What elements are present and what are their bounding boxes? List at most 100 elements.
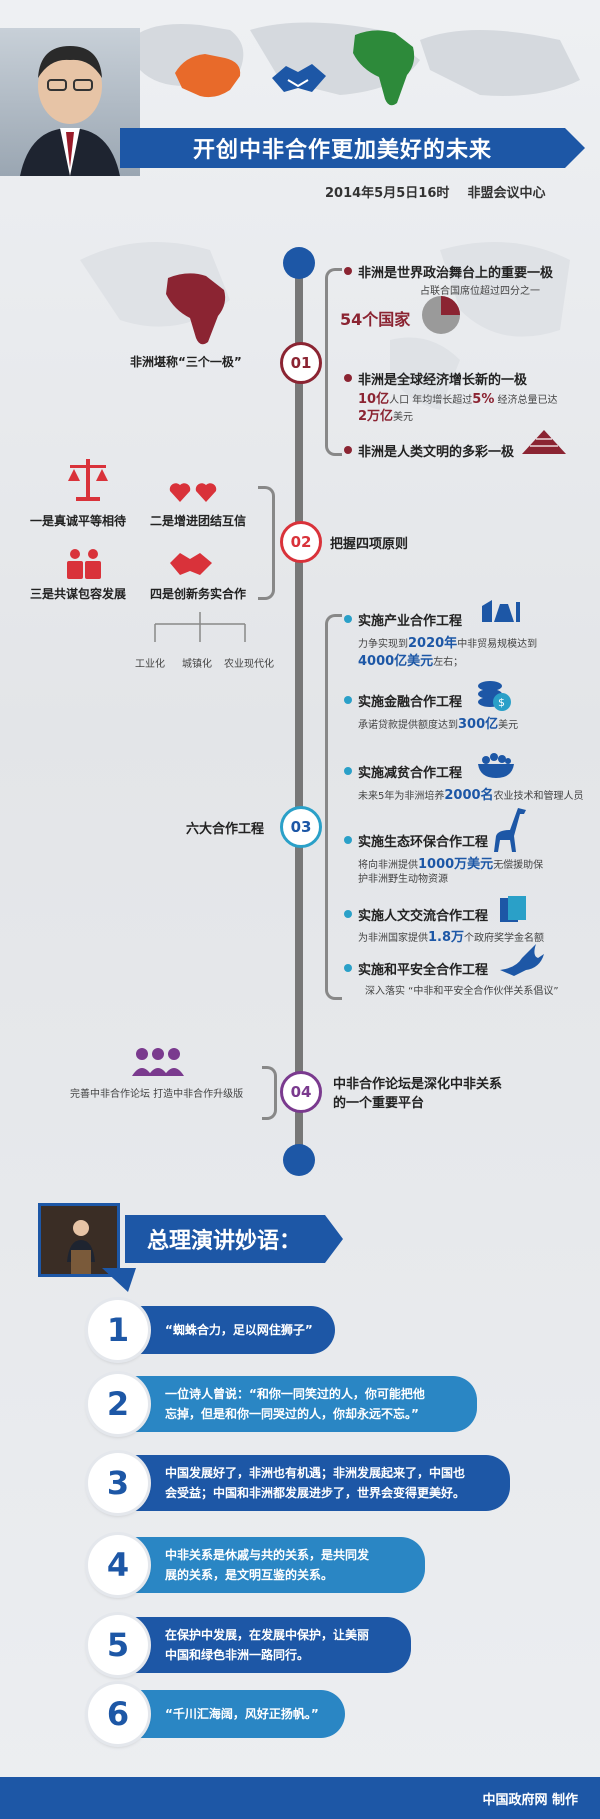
item2-stat-growth: 5% xyxy=(472,392,495,407)
speech-pointer xyxy=(102,1268,136,1292)
principle-1: 一是真诚平等相待 xyxy=(30,514,127,528)
engineering-5-text: 为非洲国家提供 xyxy=(358,933,428,944)
quote-6-line1: “千川汇海阔，风好正扬帆。” xyxy=(165,1707,319,1721)
section4-left-text: 完善中非合作论坛 打造中非合作升级版 xyxy=(70,1089,244,1100)
item2-line1: 10亿人口 年均增长超过5% 经济总量已达 xyxy=(358,388,558,407)
section1-bracket xyxy=(325,268,342,456)
quote-4: 中非关系是休戚与共的关系，是共同发展的关系，是文明互鉴的关系。 xyxy=(95,1537,425,1593)
item2-title: 非洲是全球经济增长新的一极 xyxy=(358,373,528,388)
item2-text: 经济总量已达 xyxy=(494,395,558,406)
bullet-dot xyxy=(344,446,352,454)
quote-5-number: 5 xyxy=(88,1615,148,1675)
footer-credit: 中国政府网 制作 xyxy=(482,1793,578,1808)
pyramid-icon xyxy=(522,430,566,454)
section3-caption: 六大合作工程 xyxy=(186,822,265,837)
quote-3-line1: 中国发展好了，非洲也有机遇；非洲发展起来了，中国也 xyxy=(165,1466,466,1480)
quote-2-line1: 一位诗人曾说：“和你一同笑过的人，你可能把他 xyxy=(165,1387,425,1401)
quote-3-number: 3 xyxy=(88,1453,148,1513)
engineering-1-line2: 4000亿美元左右； xyxy=(358,650,463,669)
bullet-dot xyxy=(344,374,352,382)
engineering-1-text: 中非贸易规模达到 xyxy=(457,639,538,650)
bullet-dot xyxy=(344,964,352,972)
item2-text: 人口 年均增长超过 xyxy=(389,395,473,406)
china-map-icon xyxy=(175,54,241,98)
engineering-2-title: 实施金融合作工程 xyxy=(358,695,463,710)
engineering-2-text: 美元 xyxy=(498,720,519,731)
africa-map-icon xyxy=(166,273,226,345)
branch-urbanization: 城镇化 xyxy=(182,659,212,670)
item1-big: 54个国家 xyxy=(340,310,411,329)
speech-photo xyxy=(38,1203,120,1277)
section2-bracket xyxy=(258,486,275,600)
giraffe-icon xyxy=(494,808,526,852)
item2-stat-population: 10亿 xyxy=(358,392,390,407)
quote-3: 中国发展好了，非洲也有机遇；非洲发展起来了，中国也会受益；中国和非洲都发展进步了… xyxy=(95,1455,510,1511)
engineering-1-year: 2020年 xyxy=(408,636,458,651)
hearts-icon xyxy=(169,483,217,502)
dateline: 2014年5月5日16时 非盟会议中心 xyxy=(325,186,546,201)
group-icon xyxy=(132,1048,184,1076)
africa-map-icon xyxy=(353,30,415,106)
principle-3: 三是共谋包容发展 xyxy=(30,587,127,601)
section4-right-line1: 中非合作论坛是深化中非关系 xyxy=(333,1077,503,1092)
engineering-2-text: 承诺贷款提供额度达到 xyxy=(358,720,458,731)
item2-line2: 2万亿美元 xyxy=(358,405,413,424)
quote-2-line2: 忘掉，但是和你一同哭过的人，你却永远不忘。” xyxy=(165,1407,419,1421)
footer-bar: 中国政府网 制作 xyxy=(0,1777,600,1819)
timeline-rail xyxy=(295,262,303,1160)
engineering-2-line1: 承诺贷款提供额度达到300亿美元 xyxy=(358,713,518,732)
item2-stat-gdp: 2万亿 xyxy=(358,409,394,424)
bullet-dot xyxy=(344,615,352,623)
principle-2: 二是增进团结互信 xyxy=(150,514,247,528)
engineering-4-text: 无偿援助保 xyxy=(493,860,544,871)
engineering-5-title: 实施人文交流合作工程 xyxy=(358,909,489,924)
item2-text: 美元 xyxy=(393,412,414,423)
engineering-6-title: 实施和平安全合作工程 xyxy=(358,963,489,978)
quote-2: 一位诗人曾说：“和你一同笑过的人，你可能把他忘掉，但是和你一同哭过的人，你却永远… xyxy=(95,1376,477,1432)
section2-caption: 把握四项原则 xyxy=(330,537,409,552)
quote-3-line2: 会受益；中国和非洲都发展进步了，世界会变得更美好。 xyxy=(165,1486,466,1500)
section1-number: 01 xyxy=(280,342,322,384)
timeline-end-dot xyxy=(283,1144,315,1176)
quotes-title: 总理演讲妙语： xyxy=(125,1215,343,1263)
quote-4-number: 4 xyxy=(88,1535,148,1595)
engineering-4-line2: 护非洲野生动物资源 xyxy=(358,874,448,885)
industry-icon xyxy=(482,600,520,622)
grain-bowl-icon xyxy=(478,753,514,778)
item1-sub: 占联合国席位超过四分之一 xyxy=(420,286,540,297)
engineering-6-line1: 深入落实 “中非和平安全合作伙伴关系倡议” xyxy=(365,986,559,997)
bullet-dot xyxy=(344,836,352,844)
section4-bracket xyxy=(262,1066,277,1120)
bullet-dot xyxy=(344,696,352,704)
section1-caption: 非洲堪称“三个一极” xyxy=(130,355,242,369)
engineering-5-amount: 1.8万 xyxy=(428,930,465,945)
book-icon xyxy=(500,896,526,922)
pie-chart-icon xyxy=(422,296,460,334)
bullet-dot xyxy=(344,910,352,918)
engineering-3-title: 实施减贫合作工程 xyxy=(358,766,463,781)
engineering-3-line1: 未来5年为非洲培养2000名农业技术和管理人员 xyxy=(358,784,584,803)
engineering-4-amount: 1000万美元 xyxy=(418,857,494,872)
handshake-icon xyxy=(170,553,212,575)
branch-agriculture: 农业现代化 xyxy=(224,659,274,670)
section3-bracket xyxy=(325,614,342,1000)
bullet-dot xyxy=(344,267,352,275)
quote-4-line2: 展的关系，是文明互鉴的关系。 xyxy=(165,1568,334,1582)
money-icon: $ xyxy=(478,681,511,711)
quote-5-line1: 在保护中发展，在发展中保护，让美丽 xyxy=(165,1628,370,1642)
branch-industrialization: 工业化 xyxy=(135,659,165,670)
engineering-4-title: 实施生态环保合作工程 xyxy=(358,835,489,850)
engineering-1-text: 左右； xyxy=(433,657,464,668)
page-title: 开创中非合作更加美好的未来 xyxy=(120,128,585,168)
scales-icon xyxy=(68,459,108,501)
quote-2-number: 2 xyxy=(88,1374,148,1434)
timeline-start-dot xyxy=(283,247,315,279)
section2-number: 02 xyxy=(280,521,322,563)
section4-number: 04 xyxy=(280,1071,322,1113)
engineering-5-line1: 为非洲国家提供1.8万个政府奖学金名额 xyxy=(358,926,544,945)
engineering-1-line1: 力争实现到2020年中非贸易规模达到 xyxy=(358,632,537,651)
engineering-5-text: 个政府奖学金名额 xyxy=(464,933,545,944)
quote-1-line1: “蜘蛛合力，足以网住狮子” xyxy=(165,1323,313,1337)
engineering-4-text: 将向非洲提供 xyxy=(358,860,418,871)
engineering-3-text: 未来5年为非洲培养 xyxy=(358,791,445,802)
